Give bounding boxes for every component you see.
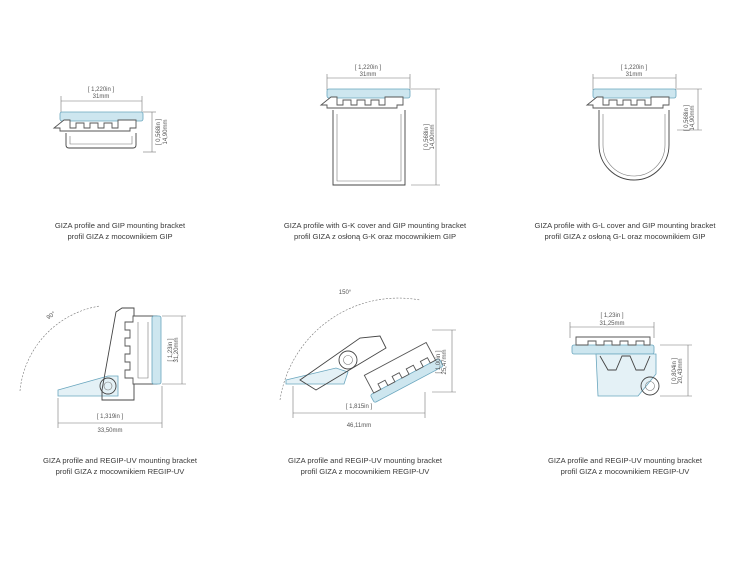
panel-2-height-mm: 14,90mm bbox=[430, 124, 436, 149]
panel-6-caption-en: GIZA profile and REGIP-UV mounting brack… bbox=[547, 456, 703, 465]
panel-6-height-in: [ 0,804in ] bbox=[672, 357, 678, 384]
panel-2-caption-pl: profil GIZA z osłoną G-K oraz mocownikie… bbox=[293, 232, 457, 241]
panel-5-caption-en: GIZA profile and REGIP-UV mounting brack… bbox=[287, 456, 443, 465]
panel-4-caption-pl: profil GIZA z mocownikiem REGIP-UV bbox=[55, 467, 185, 476]
panel-2-height-in: [ 0,568in ] bbox=[424, 123, 430, 150]
panel-3-drawing: [ 1,220in ] 31mm [ 0,568in ] 14,90mm bbox=[585, 65, 702, 181]
panel-1-drawing: [ 1,220in ] 31mm [ 0,568in ] 14,90mm bbox=[52, 87, 169, 153]
panel-2-drawing: [ 1,220in ] 31mm [ 0,568in ] 14,90mm bbox=[319, 65, 440, 186]
panel-1-width-mm: 31mm bbox=[93, 94, 110, 100]
panel-6-height-mm: 20,43mm bbox=[678, 358, 684, 383]
panel-1-caption-en: GIZA profile and GIP mounting bracket bbox=[54, 221, 186, 230]
panel-1-caption: GIZA profile and GIP mounting bracket pr… bbox=[0, 220, 240, 242]
panel-4-caption-en: GIZA profile and REGIP-UV mounting brack… bbox=[42, 456, 198, 465]
panel-6-caption-pl: profil GIZA z mocownikiem REGIP-UV bbox=[560, 467, 690, 476]
panel-1-height-mm: 14,90mm bbox=[163, 119, 169, 144]
panel-2-width-in: [ 1,220in ] bbox=[355, 65, 382, 71]
panel-5-width-mm: 46,11mm bbox=[347, 423, 372, 429]
panel-5-caption-pl: profil GIZA z mocownikiem REGIP-UV bbox=[300, 467, 430, 476]
panel-2-width-mm: 31mm bbox=[360, 72, 377, 78]
panel-4-width-in: [ 1,319in ] bbox=[97, 414, 124, 420]
panel-3-caption-pl: profil GIZA z osłoną G-L oraz mocownikie… bbox=[544, 232, 706, 241]
panel-6-width-in: [ 1,23in ] bbox=[600, 313, 623, 319]
panel-2-caption: GIZA profile with G-K cover and GIP moun… bbox=[255, 220, 495, 242]
panel-4-drawing: 90° [ 1,319in ] 33,50mm [ 1,23in ] 31,20… bbox=[19, 305, 186, 434]
panel-4-angle: 90° bbox=[46, 311, 57, 321]
panel-5-width-in: [ 1,815in ] bbox=[346, 404, 373, 410]
panel-3-width-mm: 31mm bbox=[626, 72, 643, 78]
panel-5-height-mm: 25,47mm bbox=[442, 349, 448, 374]
panel-5-angle: 150° bbox=[339, 290, 352, 296]
panel-3-width-in: [ 1,220in ] bbox=[621, 65, 648, 71]
panel-3-height-mm: 14,90mm bbox=[690, 105, 696, 130]
panel-6-caption: GIZA profile and REGIP-UV mounting brack… bbox=[505, 455, 745, 477]
panel-5-caption: GIZA profile and REGIP-UV mounting brack… bbox=[245, 455, 485, 477]
panel-4-width-mm: 33,50mm bbox=[97, 428, 122, 434]
panel-2-caption-en: GIZA profile with G-K cover and GIP moun… bbox=[283, 221, 467, 230]
panel-3-caption-en: GIZA profile with G-L cover and GIP moun… bbox=[534, 221, 716, 230]
panel-4-caption: GIZA profile and REGIP-UV mounting brack… bbox=[0, 455, 240, 477]
panel-6-drawing: [ 1,23in ] 31,25mm [ 0,804in ] 20,43mm bbox=[569, 313, 692, 397]
panel-5-height-in: [ 1,00in ] bbox=[436, 350, 442, 373]
panel-6-width-mm: 31,25mm bbox=[599, 321, 624, 327]
panel-4-height-in: [ 1,23in ] bbox=[168, 338, 174, 361]
panel-3-caption: GIZA profile with G-L cover and GIP moun… bbox=[505, 220, 745, 242]
panel-5-drawing: 150° [ 1,815in ] 46,11mm [ 1,00in ] 25,4… bbox=[279, 290, 456, 429]
panel-3-height-in: [ 0,568in ] bbox=[684, 104, 690, 131]
panel-1-width-in: [ 1,220in ] bbox=[88, 87, 115, 93]
panel-4-height-mm: 31,20mm bbox=[174, 337, 180, 362]
panel-1-caption-pl: profil GIZA z mocownikiem GIP bbox=[67, 232, 173, 241]
panel-1-height-in: [ 0,568in ] bbox=[156, 118, 162, 145]
